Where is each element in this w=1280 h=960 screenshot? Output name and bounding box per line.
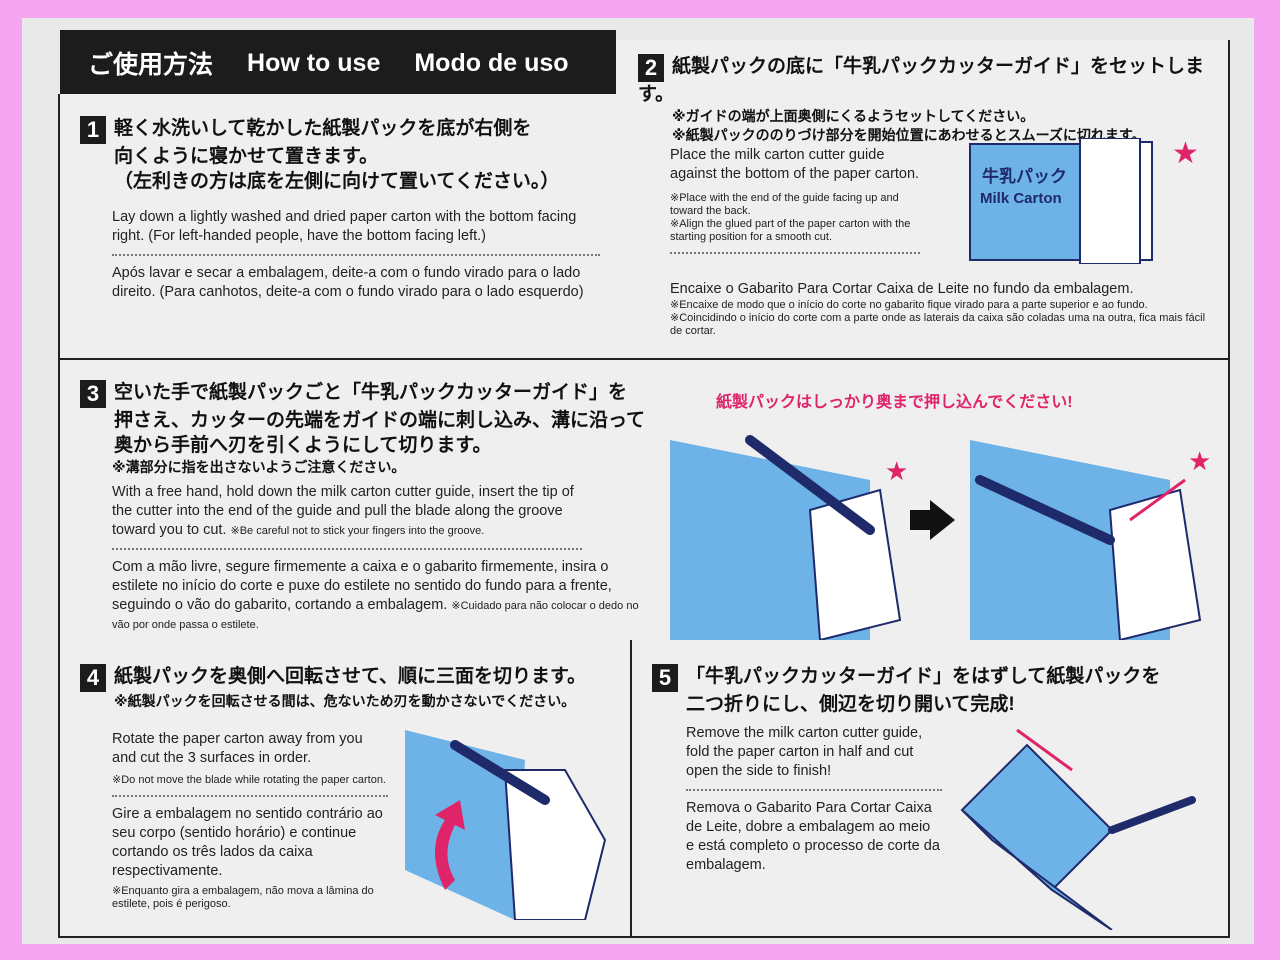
step-2-pt: Encaixe o Gabarito Para Cortar Caixa de …	[670, 281, 1134, 297]
step-1-en: Lay down a lightly washed and dried pape…	[112, 209, 577, 244]
step-1-ja-line: 軽く水洗いして乾かした紙製パックを底が右側を	[114, 118, 532, 139]
step-2-ja-note: ※ガイドの端が上面奥側にくるようセットしてください。	[672, 108, 1035, 124]
star-icon: ★	[1172, 137, 1199, 170]
step-5-en: Remove the milk carton cutter guide, fol…	[686, 725, 923, 779]
title-ja: ご使用方法	[88, 51, 214, 79]
milk-carton-illustration: 牛乳パック Milk Carton	[968, 137, 1158, 265]
step-2-ja: 紙製パックの底に「牛乳パックカッターガイド」をセットします。	[638, 56, 1205, 105]
step-4-ja: 紙製パックを奥側へ回転させて、順に三面を切ります。	[114, 666, 587, 687]
step-3-panel: 3 空いた手で紙製パックごと「牛乳パックカッターガイド」を 押さえ、カッターの先端…	[58, 358, 1230, 642]
guide-shape	[1108, 488, 1202, 640]
step-number: 4	[80, 664, 106, 692]
carton-label-ja: 牛乳パック	[982, 167, 1067, 186]
carton-shape	[960, 743, 1114, 892]
step-4-pt: Gire a embalagem no sentido contrário ao…	[112, 806, 383, 879]
step-3-pt-note: ※Cuidado para não colocar o dedo no vão …	[112, 600, 639, 631]
guide-shape	[808, 488, 902, 640]
step-2-en-note: ※Place with the end of the guide facing …	[670, 192, 899, 217]
step-4-en: Rotate the paper carton away from you an…	[112, 731, 363, 766]
step-2-pt-note: ※Encaixe de modo que o início do corte n…	[670, 299, 1148, 311]
carton-shape	[961, 809, 1113, 930]
step-5-ja-line: 「牛乳パックカッターガイド」をはずして紙製パックを	[686, 666, 1161, 687]
divider	[686, 789, 942, 791]
step-4-panel: 4 紙製パックを奥側へ回転させて、順に三面を切ります。 ※紙製パックを回転させる間…	[58, 640, 632, 938]
step-number: 3	[80, 380, 106, 408]
cutter-shape	[745, 435, 875, 535]
step-4-ja-note: ※紙製パックを回転させる間は、危ないため刃を動かさないでください。	[114, 693, 576, 709]
divider	[670, 252, 920, 254]
cutter-shape	[450, 740, 550, 805]
step-3-en: With a free hand, hold down the milk car…	[112, 484, 574, 538]
pull-arrow-icon	[1129, 478, 1186, 522]
step-2-en-note: ※Align the glued part of the paper carto…	[670, 218, 911, 243]
step-4-en-note: ※Do not move the blade while rotating th…	[112, 774, 386, 786]
divider	[112, 795, 388, 797]
rotate-arrow-icon	[435, 800, 465, 890]
carton-shape	[405, 730, 525, 920]
step-3-ja-line: 押さえ、カッターの先端をガイドの端に刺し込み、溝に沿って	[114, 410, 646, 431]
fold-illustration	[960, 728, 1196, 930]
carton-guide-drawing	[969, 137, 1153, 265]
step-3-en-note: ※Be careful not to stick your fingers in…	[230, 525, 485, 537]
header-bar: ご使用方法 How to use Modo de uso	[60, 30, 616, 96]
arrow-icon	[1016, 728, 1073, 772]
step-3-ja-line: 空いた手で紙製パックごと「牛乳パックカッターガイド」を	[114, 382, 628, 403]
step-1-ja-line: （左利きの方は底を左側に向けて置いてください。）	[114, 171, 560, 192]
step-1-ja-line: 向くように寝かせて置きます。	[114, 146, 379, 167]
cutter-shape	[1108, 796, 1196, 834]
step-number: 1	[80, 116, 106, 144]
rotate-illustration	[405, 730, 607, 920]
callout-push-in: 紙製パックはしっかり奥まで押し込んでください!	[716, 394, 1073, 411]
step-1-panel: 1 軽く水洗いして乾かした紙製パックを底が右側を 向くように寝かせて置きます。 （…	[58, 94, 618, 360]
step-number: 5	[652, 664, 678, 692]
step-2-en: Place the milk carton cutter guide again…	[670, 147, 920, 182]
cutting-illustration: ★ ★	[670, 435, 1211, 640]
step-5-panel: 5 「牛乳パックカッターガイド」をはずして紙製パックを 二つ折りにし、側辺を切り開…	[630, 640, 1230, 938]
step-5-pt: Remova o Gabarito Para Cortar Caixa de L…	[686, 800, 940, 873]
divider	[112, 548, 582, 550]
step-1-pt: Após lavar e secar a embalagem, deite-a …	[112, 265, 584, 300]
step-4-pt-note: ※Enquanto gira a embalagem, não mova a l…	[112, 885, 374, 910]
carton-label-en: Milk Carton	[980, 190, 1062, 207]
star-icon: ★	[1188, 446, 1211, 476]
star-icon: ★	[885, 456, 908, 486]
guide-shape	[503, 769, 607, 920]
step-3-pt: Com a mão livre, segure firmemente a cai…	[112, 559, 612, 613]
title-en: How to use	[247, 48, 381, 77]
step-3-ja-line: 奥から手前へ刃を引くようにして切ります。	[114, 435, 492, 456]
cutter-shape	[975, 475, 1115, 545]
step-3-ja-note: ※溝部分に指を出さないようご注意ください。	[112, 459, 406, 475]
title-pt: Modo de uso	[414, 48, 569, 77]
step-2-pt-note: ※Coincidindo o início do corte com a par…	[670, 312, 1206, 337]
step-5-ja-line: 二つ折りにし、側辺を切り開いて完成!	[686, 694, 1015, 715]
step-2-ja-note: ※紙製パックののりづけ部分を開始位置にあわせるとスムーズに切れます。	[672, 127, 1146, 143]
step-number: 2	[638, 54, 664, 82]
arrow-right-icon	[910, 500, 955, 540]
divider	[112, 254, 600, 256]
